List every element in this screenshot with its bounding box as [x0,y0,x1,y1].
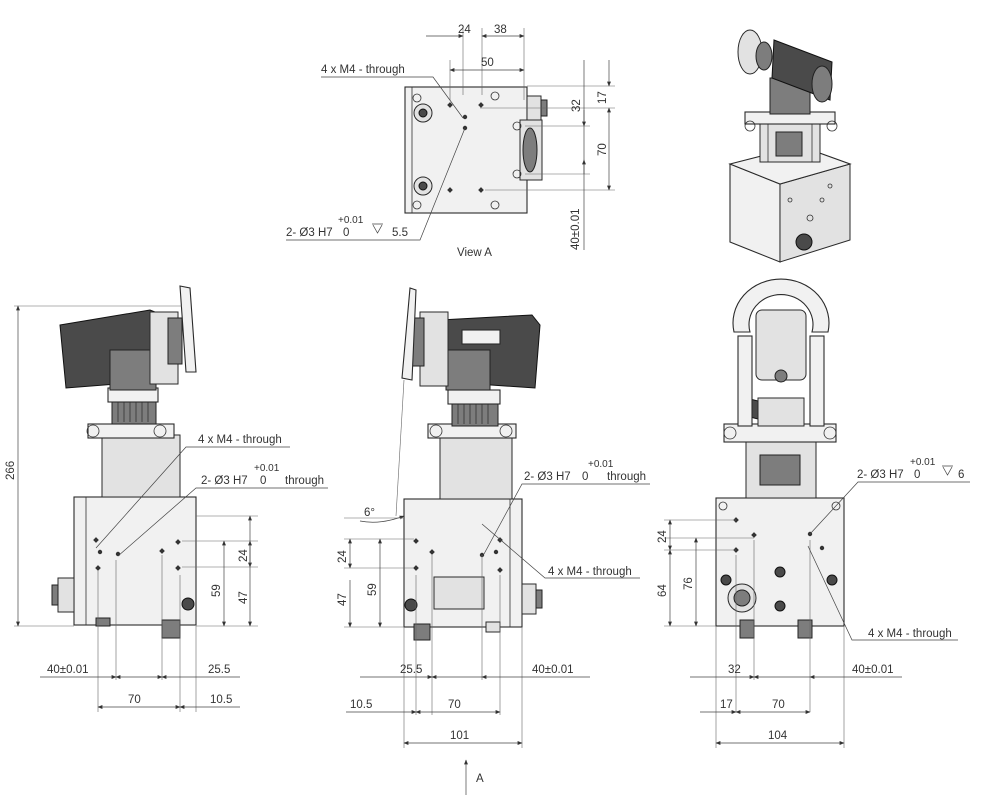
center-dim-101: 101 [450,730,469,742]
view-a-dim-38: 38 [494,24,507,36]
right-pin-depth: 6 [958,469,964,481]
view-a-dim-17: 17 [597,91,609,104]
view-a-pin-tol-lower: 0 [343,227,349,239]
right-dim-64: 64 [657,584,669,597]
left-pin-tol-lower: 0 [260,475,266,487]
left-pin-tol-upper: +0.01 [254,463,280,474]
left-pin-note: 2- Ø3 H7 [201,475,248,487]
center-view-disc [401,287,417,381]
view-a-label: View A [457,247,492,259]
center-angle-6deg: 6° [364,507,375,519]
center-view-arrow-label: A [476,773,484,785]
view-a-dim-40: 40±0.01 [570,209,582,251]
right-pin-tol-upper: +0.01 [910,457,936,468]
center-view-column [439,435,513,500]
view-a-dim-50: 50 [481,57,494,69]
right-pin-note: 2- Ø3 H7 [857,469,904,481]
right-dim-24: 24 [657,530,669,543]
view-a-pin-note: 2- Ø3 H7 [286,227,333,239]
view-a-dim-24: 24 [458,24,471,36]
view-a-dim-32: 32 [571,99,583,112]
left-dim-40: 40±0.01 [47,664,89,676]
center-pin-suffix: through [607,471,646,483]
right-dim-76: 76 [683,577,695,590]
center-thread-note: 4 x M4 - through [548,566,632,578]
center-dim-47: 47 [337,593,349,606]
center-dim-40: 40±0.01 [532,664,574,676]
view-a: 24 38 50 17 32 70 40±0.01 4 x M4 - throu… [286,24,615,259]
view-a-pin-tol-upper: +0.01 [338,215,364,226]
view-a-thread-note: 4 x M4 - through [321,64,405,76]
right-view: 24 76 64 32 40±0.01 17 70 104 +0.01 2- Ø… [657,278,970,748]
center-dim-24: 24 [337,550,349,563]
center-view: 6° 24 59 47 25.5 40±0.01 10.5 70 101 A + [337,287,650,795]
right-dim-104: 104 [768,730,788,742]
center-dim-25-5: 25.5 [400,664,422,676]
left-dim-24: 24 [238,549,250,562]
right-pin-tol-lower: 0 [914,469,920,481]
view-a-dim-70: 70 [597,143,609,156]
depth-symbol-icon [942,465,953,476]
left-dim-25-5: 25.5 [208,664,230,676]
center-view-label [433,576,485,610]
right-dim-32: 32 [728,664,741,676]
depth-symbol-icon [372,223,383,234]
right-dim-70: 70 [772,699,785,711]
left-thread-note: 4 x M4 - through [198,434,282,446]
left-view-base [73,496,197,626]
view-a-pin-depth: 5.5 [392,227,408,239]
left-dim-266: 266 [5,461,17,480]
left-view: 266 24 59 47 40±0.01 25.5 70 10.5 4 x M4… [5,285,328,712]
right-dim-17: 17 [720,699,733,711]
left-pin-suffix: through [285,475,324,487]
right-view-ring [732,278,830,333]
center-dim-70: 70 [448,699,461,711]
left-dim-10-5: 10.5 [210,694,232,706]
right-thread-note: 4 x M4 - through [868,628,952,640]
center-pin-tol-upper: +0.01 [588,459,614,470]
center-dim-10-5: 10.5 [350,699,372,711]
center-pin-tol-lower: 0 [582,471,588,483]
left-dim-47: 47 [238,591,250,604]
left-view-column [101,434,181,498]
isometric-view [728,29,852,422]
center-pin-note: 2- Ø3 H7 [524,471,571,483]
connector-icon [795,233,813,251]
left-view-disc [179,285,197,373]
left-dim-70: 70 [128,694,141,706]
center-dim-59: 59 [367,583,379,596]
left-dim-59: 59 [211,584,223,597]
right-dim-40: 40±0.01 [852,664,894,676]
